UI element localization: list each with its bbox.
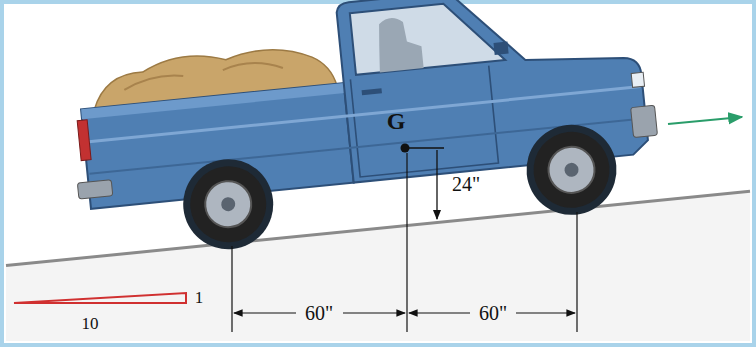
extension-line xyxy=(406,153,407,332)
extension-line xyxy=(576,212,577,332)
point-label: G xyxy=(387,109,406,133)
dimension-label: 60" xyxy=(479,303,507,323)
extension-line xyxy=(231,246,232,332)
dimension-arrow xyxy=(409,312,470,313)
slope-rise-label: 1 xyxy=(195,289,204,306)
dimension-label: 60" xyxy=(305,303,333,323)
ground-fill xyxy=(6,191,750,341)
pickup-truck xyxy=(62,0,664,264)
slope-run-label: 10 xyxy=(82,315,99,332)
height-arrow xyxy=(436,150,437,219)
reference-line xyxy=(409,147,444,148)
mass-center-dot xyxy=(401,144,410,153)
dimension-arrow xyxy=(516,312,575,313)
slope-triangle xyxy=(14,293,186,303)
dimension-label: 24" xyxy=(452,174,480,194)
dimension-arrow xyxy=(343,312,405,313)
motion-arrow xyxy=(668,117,742,124)
dimension-arrow xyxy=(234,312,296,313)
